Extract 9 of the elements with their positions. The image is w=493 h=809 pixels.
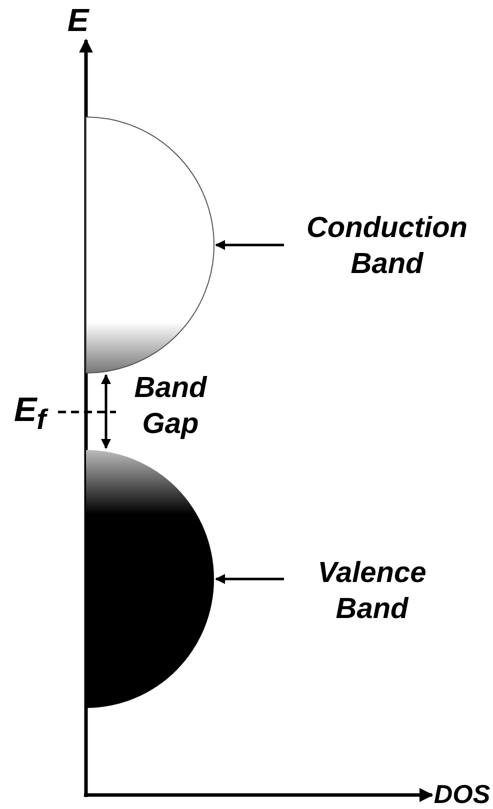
double-arrow (101, 374, 111, 449)
edge-label: Band Gap (133, 371, 208, 442)
axis-label: DOS (432, 778, 492, 809)
band-label: Valence Band (282, 555, 462, 627)
arrow (215, 240, 284, 250)
fermi-level-label: E$_{f}$ (12, 392, 50, 438)
arrow (215, 574, 284, 584)
band-label: Conduction Band (282, 210, 492, 282)
axis-label: E (66, 2, 90, 38)
